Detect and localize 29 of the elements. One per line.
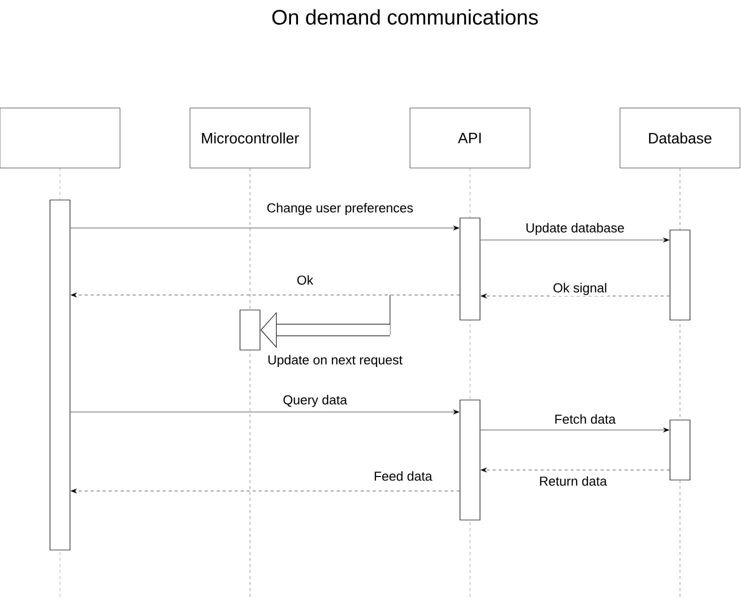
activation-bar xyxy=(50,200,70,550)
lifeline-header-box: API xyxy=(410,108,530,168)
title: On demand communications xyxy=(272,9,538,25)
activation-bar xyxy=(240,310,260,350)
arrow xyxy=(480,428,670,432)
edge-label: Feed data xyxy=(372,470,434,482)
activation-bar xyxy=(460,218,480,320)
edge-label: Ok signal xyxy=(552,282,608,296)
dashed-arrow xyxy=(480,468,670,472)
activation-bar xyxy=(670,420,690,480)
activation-bar xyxy=(670,230,690,320)
lifeline-header-box: Database xyxy=(620,108,740,168)
arrow xyxy=(480,238,670,242)
edge-label: Change user preferences xyxy=(266,202,414,216)
edge-label: Update on next request xyxy=(266,354,404,368)
dashed-arrow xyxy=(70,488,460,494)
dashed-arrow xyxy=(480,294,670,298)
edge-label: Update database xyxy=(524,222,626,236)
arrow xyxy=(70,410,460,414)
lifeline-header-box xyxy=(0,108,120,168)
activation-bar xyxy=(460,400,480,520)
edge-label: Return data xyxy=(538,475,608,487)
lifeline-header-box: Microcontroller xyxy=(190,108,310,168)
edge-label: Ok xyxy=(296,274,314,286)
dashed-arrow xyxy=(70,292,460,298)
block-arrow xyxy=(260,294,390,348)
edge-label: Query data xyxy=(282,394,348,408)
edge-label: Fetch data xyxy=(553,413,617,425)
arrow xyxy=(70,226,460,230)
